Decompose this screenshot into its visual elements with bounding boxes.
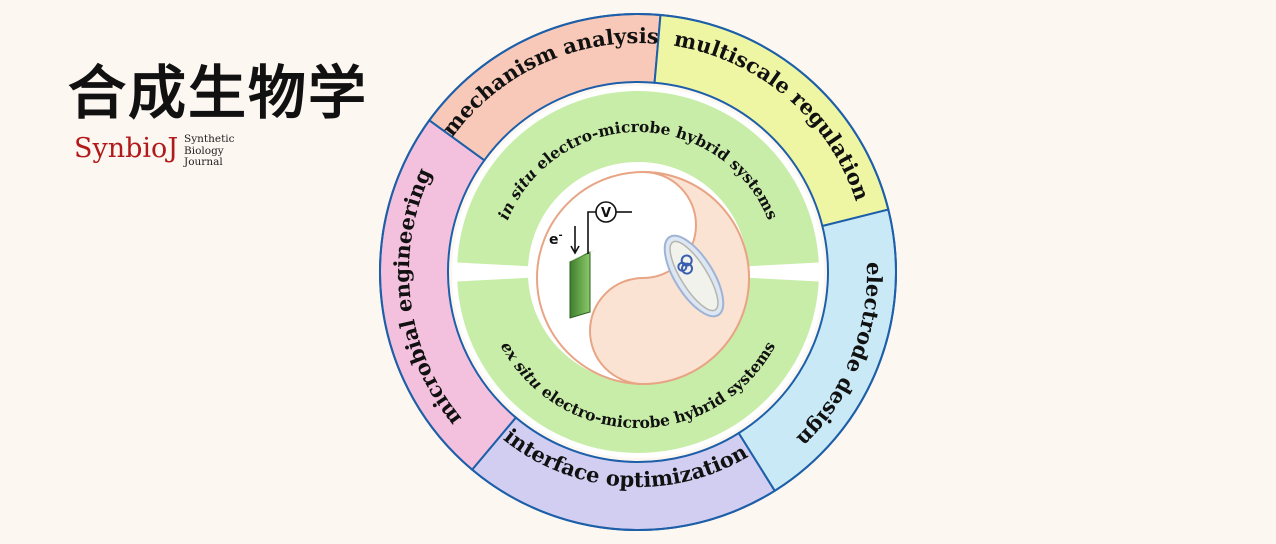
bacterium-icon xyxy=(663,234,725,318)
voltmeter-label: V xyxy=(601,206,611,221)
logo-subtitle-line-3: Journal xyxy=(184,156,223,168)
inner-segment-in-situ xyxy=(457,90,819,267)
dna-coil-icon xyxy=(677,254,694,275)
electron-label: e- xyxy=(549,230,563,248)
logo-subtitle-line-2: Biology xyxy=(184,144,224,157)
logo-subtitle-line-1: Synthetic xyxy=(184,133,235,145)
outer-ring-border xyxy=(379,13,897,531)
journal-logo: 合成生物学 SynbioJ Synthetic Biology Journal xyxy=(68,60,388,180)
yin-yang-center xyxy=(536,171,750,386)
electron-arrow-head xyxy=(570,245,580,255)
wire-left xyxy=(587,211,596,254)
electrode-assembly: V e- xyxy=(549,201,632,319)
inner-segment-ex-situ xyxy=(457,277,819,454)
yin-yang-microbe-half xyxy=(589,171,750,386)
electrode-plate xyxy=(569,251,591,319)
logo-chinese-title: 合成生物学 xyxy=(68,59,369,127)
voltmeter-icon xyxy=(595,201,617,223)
logo-english-title: SynbioJ xyxy=(74,133,179,164)
logo-subtitle: Synthetic Biology Journal xyxy=(184,133,235,169)
